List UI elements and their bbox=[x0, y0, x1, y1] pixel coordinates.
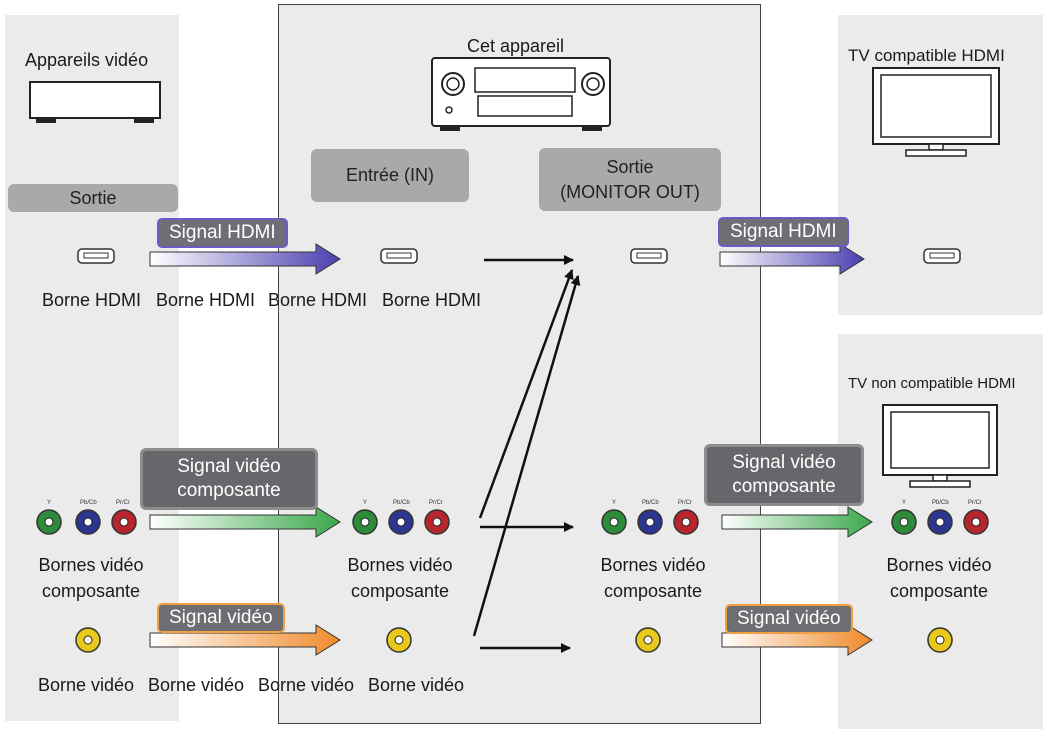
signal-component-label-2: Signal vidéo composante bbox=[704, 444, 864, 506]
component-caption-3-line2: composante bbox=[603, 581, 703, 602]
component-caption-2-line2: composante bbox=[350, 581, 450, 602]
component-caption-2-line1: Bornes vidéo bbox=[347, 555, 453, 575]
this-unit-label: Cet appareil bbox=[467, 36, 565, 56]
hdmi-port-source bbox=[77, 248, 115, 264]
jack-pb-3: Pb/Cb bbox=[642, 500, 659, 506]
tv-hdmi-panel bbox=[838, 15, 1043, 315]
video-jack-input bbox=[386, 627, 412, 653]
tv-hdmi-icon bbox=[872, 67, 1000, 157]
video-terminal-caption-3: Borne vidéo bbox=[258, 675, 355, 695]
component-caption-4-line1: Bornes vidéo bbox=[886, 555, 992, 575]
jack-y-1: Y bbox=[47, 500, 52, 506]
signal-component-1-line2: composante bbox=[177, 480, 281, 501]
tv-hdmi-label: TV compatible HDMI bbox=[848, 46, 1005, 65]
jack-pr-4: Pr/Cr bbox=[968, 500, 982, 506]
component-jacks-input bbox=[352, 509, 450, 535]
component-caption-1-line2: composante bbox=[41, 581, 141, 602]
component-jacks-source bbox=[36, 509, 137, 535]
tv-non-hdmi-label: TV non compatible HDMI bbox=[848, 375, 1016, 392]
signal-component-label-1: Signal vidéo composante bbox=[140, 448, 318, 510]
entree-box: Entrée (IN) bbox=[311, 149, 469, 202]
signal-component-1-line1: Signal vidéo bbox=[177, 456, 281, 478]
hdmi-arrow-1 bbox=[149, 243, 341, 275]
video-arrow-1 bbox=[149, 624, 341, 656]
video-device-icon bbox=[29, 81, 161, 123]
hdmi-port-tv bbox=[923, 248, 961, 264]
hdmi-port-output bbox=[630, 248, 668, 264]
jack-y-2: Y bbox=[363, 500, 368, 506]
jack-pb-2: Pb/Cb bbox=[393, 500, 410, 506]
video-terminal-caption-1: Borne vidéo bbox=[38, 675, 135, 695]
component-caption-1: Bornes vidéo composante bbox=[26, 552, 156, 604]
component-caption-3: Bornes vidéo composante bbox=[588, 552, 718, 604]
component-caption-2: Bornes vidéo composante bbox=[335, 552, 465, 604]
jack-y-3: Y bbox=[612, 500, 617, 506]
video-jack-output bbox=[635, 627, 661, 653]
component-jacks-tv bbox=[891, 509, 989, 535]
entree-text: Entrée (IN) bbox=[345, 165, 435, 186]
hdmi-terminal-caption-4: Borne HDMI bbox=[382, 290, 482, 310]
tv-non-hdmi-icon bbox=[882, 404, 998, 488]
hdmi-terminal-caption-2: Borne HDMI bbox=[156, 290, 256, 310]
signal-video-label-1: Signal vidéo bbox=[157, 603, 285, 633]
jack-pr-1: Pr/Cr bbox=[116, 500, 130, 506]
jack-pr-2: Pr/Cr bbox=[429, 500, 443, 506]
signal-component-2-line2: composante bbox=[732, 476, 836, 497]
sortie-monitor-line2: (MONITOR OUT) bbox=[560, 181, 700, 202]
sortie-left-text: Sortie bbox=[69, 187, 117, 208]
signal-hdmi-label-2: Signal HDMI bbox=[718, 217, 849, 247]
sortie-monitor-box: Sortie (MONITOR OUT) bbox=[539, 148, 721, 211]
video-terminal-caption-2: Borne vidéo bbox=[148, 675, 245, 695]
hdmi-port-input bbox=[380, 248, 418, 264]
jack-pb-1: Pb/Cb bbox=[80, 500, 97, 506]
component-caption-4: Bornes vidéo composante bbox=[874, 552, 1004, 604]
jack-pb-4: Pb/Cb bbox=[932, 500, 949, 506]
component-caption-3-line1: Bornes vidéo bbox=[600, 555, 706, 575]
jack-y-4: Y bbox=[902, 500, 907, 506]
source-panel bbox=[5, 15, 179, 721]
av-receiver-icon bbox=[431, 57, 611, 131]
component-arrow-1 bbox=[149, 506, 341, 538]
video-devices-label: Appareils vidéo bbox=[25, 50, 149, 70]
hdmi-terminal-caption-3: Borne HDMI bbox=[268, 290, 368, 310]
video-jack-source bbox=[75, 627, 101, 653]
component-jacks-output bbox=[601, 509, 699, 535]
sortie-monitor-line1: Sortie bbox=[606, 157, 654, 178]
sortie-left-box: Sortie bbox=[8, 184, 178, 212]
component-caption-1-line1: Bornes vidéo bbox=[38, 555, 144, 575]
component-caption-4-line2: composante bbox=[889, 581, 989, 602]
component-arrow-2 bbox=[721, 506, 873, 538]
video-terminal-caption-4: Borne vidéo bbox=[368, 675, 465, 695]
signal-component-2-line1: Signal vidéo bbox=[732, 452, 836, 474]
signal-hdmi-label-1: Signal HDMI bbox=[157, 218, 288, 248]
jack-pr-3: Pr/Cr bbox=[678, 500, 692, 506]
video-jack-tv bbox=[927, 627, 953, 653]
signal-video-label-2: Signal vidéo bbox=[725, 604, 853, 634]
hdmi-arrow-2 bbox=[719, 243, 865, 275]
routing-arrows bbox=[472, 255, 581, 653]
hdmi-terminal-caption-1: Borne HDMI bbox=[42, 290, 142, 310]
